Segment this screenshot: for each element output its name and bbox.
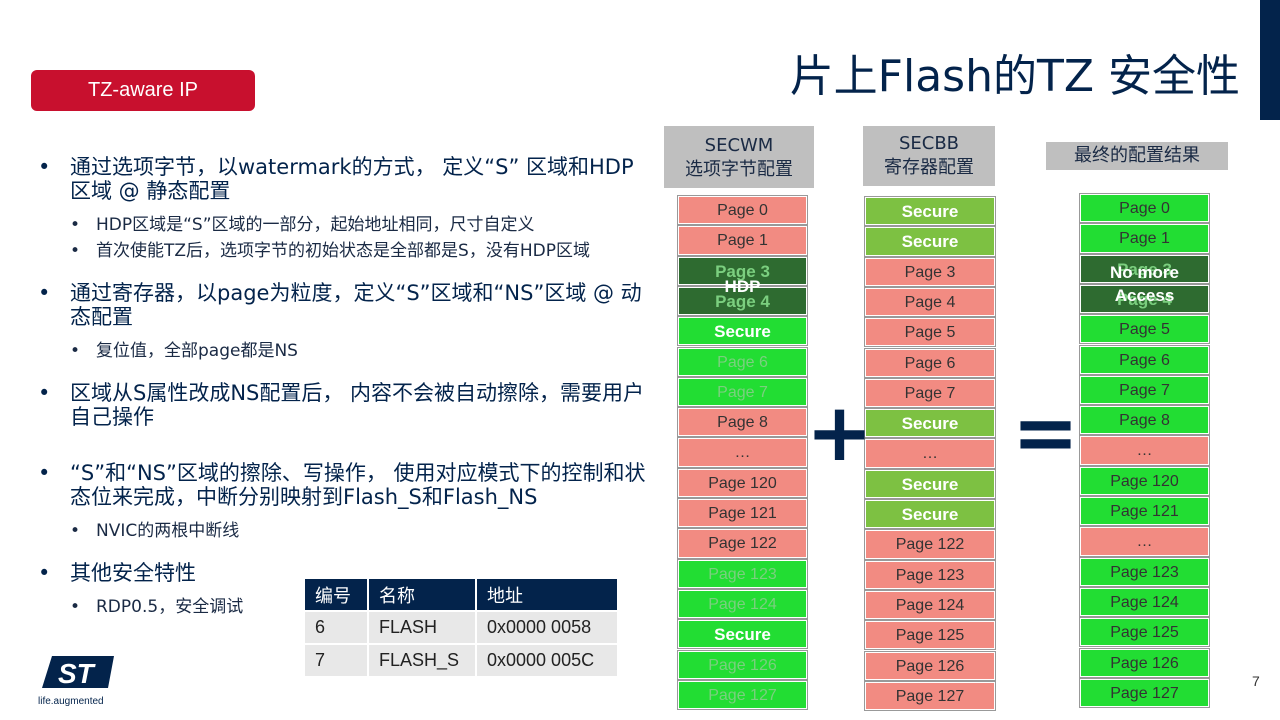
bullet-2: 通过寄存器，以page为粒度，定义“S”区域和“NS”区域 @ 动态配置 [38,281,648,329]
flash-page-cell: Page 3 [677,255,808,286]
flash-page-cell: Page 126 [677,649,808,680]
flash-page-cell: Page 121 [677,497,808,529]
flash-page-cell: Page 0 [677,194,808,226]
flash-page-cell: Page 1 [677,225,808,256]
flash-page-cell: Page 122 [677,528,808,559]
flash-page-cell: Page 125 [864,620,996,651]
flash-page-cell: Page 7 [864,377,996,409]
flash-page-cell: Page 6 [677,346,808,377]
flash-page-cell: Page 7 [677,376,808,408]
page-number: 7 [1252,673,1260,689]
flash-page-cell: Page 3 [1079,253,1210,284]
flash-page-cell: Page 120 [1079,465,1210,496]
hdp-label: HDP [724,276,761,296]
flash-page-cell: Page 125 [1079,617,1210,648]
flash-page-cell: Page 120 [677,467,808,498]
flash-page-cell: … [1079,435,1210,466]
sub-bullet-2-1: 复位值，全部page都是NS [38,341,648,361]
flash-page-cell: Page 126 [864,650,996,681]
flash-page-cell: Page 121 [1079,495,1210,527]
flash-page-cell: Secure [864,195,996,227]
flash-page-cell: Page 8 [677,407,808,438]
flash-page-cell: Page 4 [677,285,808,317]
flash-page-cell: Page 6 [1079,344,1210,375]
svg-text:ST: ST [58,658,97,689]
bullet-4: “S”和“NS”区域的擦除、写操作， 使用对应模式下的控制和状态位来完成，中断分… [38,461,648,509]
flash-page-cell: Page 123 [677,558,808,589]
bullet-5: 其他安全特性 [38,561,648,585]
secwm-header: SECWM 选项字节配置 [664,126,814,188]
bullet-list: 通过选项字节，以watermark的方式， 定义“S” 区域和HDP区域 @ 静… [38,155,648,617]
flash-page-cell: Page 124 [864,589,996,621]
sub-bullet-5-1: RDP0.5，安全调试 [38,597,648,617]
table-cell: 0x0000 0058 [476,610,619,644]
flash-page-cell: Secure [864,226,996,257]
tz-aware-ip-tag: TZ-aware IP [31,70,255,111]
accent-bar [1260,0,1280,120]
no-more-access-label: No more Access [1110,263,1179,305]
flash-page-cell: Page 0 [1079,192,1210,224]
table-cell: FLASH_S [368,643,477,676]
flash-page-cell: … [1079,526,1210,557]
flash-page-cell: Secure [864,408,996,439]
flash-page-cell: Page 3 [864,256,996,287]
flash-page-cell: Page 6 [864,347,996,378]
table-cell: FLASH [368,610,477,644]
flash-page-cell: Secure [864,498,996,530]
flash-page-cell: Page 5 [864,317,996,348]
table-header-address: 地址 [476,579,619,611]
interrupt-table: 编号 名称 地址 6 FLASH 0x0000 0058 7 FLASH_S 0… [305,579,619,676]
table-row: 6 FLASH 0x0000 0058 [305,610,619,644]
table-cell: 0x0000 005C [476,643,619,676]
sub-bullet-4-1: NVIC的两根中断线 [38,521,648,541]
flash-page-cell: Secure [677,316,808,347]
sub-bullet-1-1: HDP区域是“S”区域的一部分，起始地址相同，尺寸自定义 [38,215,648,235]
flash-page-cell: Page 127 [864,680,996,712]
bullet-1: 通过选项字节，以watermark的方式， 定义“S” 区域和HDP区域 @ 静… [38,155,648,203]
flash-page-cell: Secure [677,619,808,650]
table-cell: 7 [305,643,369,676]
flash-page-cell: Page 126 [1079,647,1210,678]
flash-page-cell: Page 122 [864,529,996,560]
flash-page-cell: Page 123 [864,559,996,590]
secbb-header: SECBB 寄存器配置 [863,126,995,186]
secwm-title: SECWM [704,135,774,156]
flash-page-cell: Page 4 [864,286,996,318]
secbb-title: SECBB [898,133,960,154]
flash-page-cell: … [677,437,808,468]
flash-page-cell: Page 1 [1079,223,1210,254]
table-cell: 6 [305,610,369,644]
flash-page-cell: Page 7 [1079,374,1210,406]
page-title: 片上Flash的TZ 安全性 [789,51,1240,102]
sub-bullet-1-2: 首次使能TZ后，选项字节的初始状态是全部都是S，没有HDP区域 [38,241,648,261]
result-header: 最终的配置结果 [1046,142,1228,170]
table-header-number: 编号 [305,579,369,611]
plus-operator: + [806,386,874,479]
flash-page-cell: Page 123 [1079,556,1210,587]
flash-page-cell: Page 124 [677,588,808,620]
equals-operator: = [1012,386,1080,479]
flash-page-cell: Page 127 [1079,677,1210,709]
secbb-subtitle: 寄存器配置 [884,157,974,178]
table-header-name: 名称 [368,579,477,611]
flash-page-cell: Secure [864,468,996,499]
table-row: 7 FLASH_S 0x0000 005C [305,643,619,676]
flash-page-cell: Page 4 [1079,283,1210,315]
svg-text:life.augmented: life.augmented [38,696,104,707]
secwm-subtitle: 选项字节配置 [685,159,793,180]
flash-page-cell: Page 8 [1079,405,1210,436]
bullet-3: 区域从S属性改成NS配置后， 内容不会被自动擦除，需要用户自己操作 [38,381,648,429]
flash-page-cell: … [864,438,996,469]
st-logo: ST life.augmented [38,656,114,707]
flash-page-cell: Page 124 [1079,586,1210,618]
flash-page-cell: Page 5 [1079,314,1210,345]
flash-page-cell: Page 127 [677,679,808,711]
